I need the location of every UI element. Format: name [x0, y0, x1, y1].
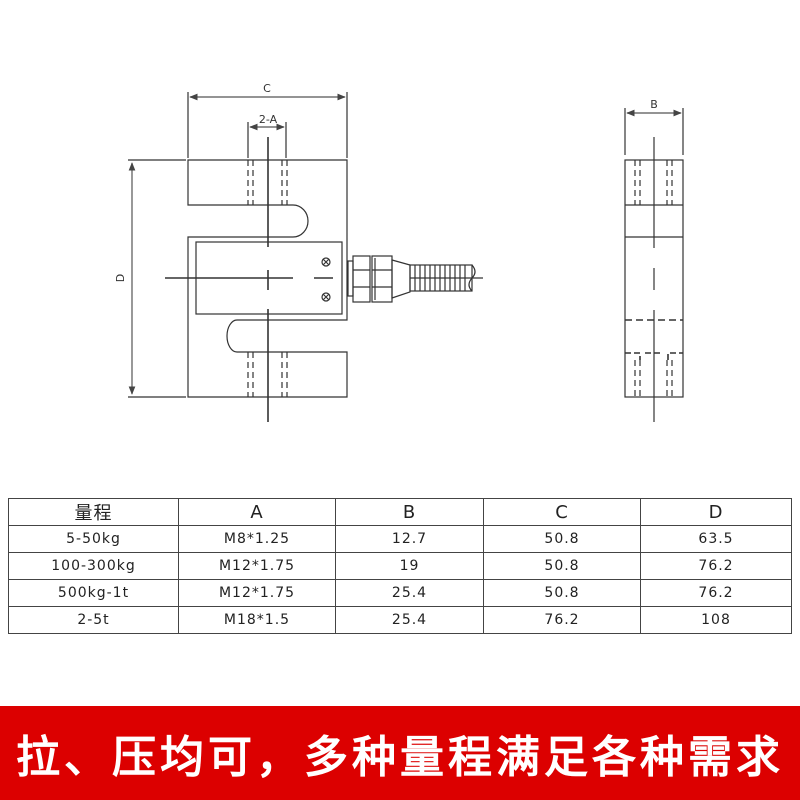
load-cell-technical-drawing: C 2-A D B	[114, 82, 684, 422]
dimension-2a-label: 2-A	[259, 113, 278, 126]
cell: 108	[640, 606, 792, 634]
cell: 50.8	[483, 525, 641, 553]
cell: 63.5	[640, 525, 792, 553]
cell: 50.8	[483, 552, 641, 580]
cell: 5-50kg	[8, 525, 179, 553]
cell: 25.4	[335, 579, 484, 607]
cell: 2-5t	[8, 606, 179, 634]
cell: M18*1.5	[178, 606, 336, 634]
header-c: C	[483, 498, 641, 526]
dimension-c-label: C	[263, 82, 271, 95]
cable-connector	[347, 255, 483, 303]
table-header-row: 量程 A B C D	[8, 498, 792, 526]
cell: M8*1.25	[178, 525, 336, 553]
cell: 76.2	[640, 579, 792, 607]
banner-text: 拉、压均可，多种量程满足各种需求	[16, 732, 784, 783]
cell: 19	[335, 552, 484, 580]
dimension-b-label: B	[650, 98, 658, 111]
cell: 50.8	[483, 579, 641, 607]
cell: 500kg-1t	[8, 579, 179, 607]
dimension-d-label: D	[114, 274, 127, 282]
header-range: 量程	[8, 498, 179, 526]
cell: M12*1.75	[178, 552, 336, 580]
cell: 100-300kg	[8, 552, 179, 580]
cell: 12.7	[335, 525, 484, 553]
cell: M12*1.75	[178, 579, 336, 607]
header-d: D	[640, 498, 792, 526]
cell: 76.2	[483, 606, 641, 634]
cell: 25.4	[335, 606, 484, 634]
promo-banner: 拉、压均可，多种量程满足各种需求	[0, 706, 800, 800]
header-a: A	[178, 498, 336, 526]
side-view	[624, 108, 684, 422]
front-view	[128, 92, 483, 422]
cell: 76.2	[640, 552, 792, 580]
header-b: B	[335, 498, 484, 526]
